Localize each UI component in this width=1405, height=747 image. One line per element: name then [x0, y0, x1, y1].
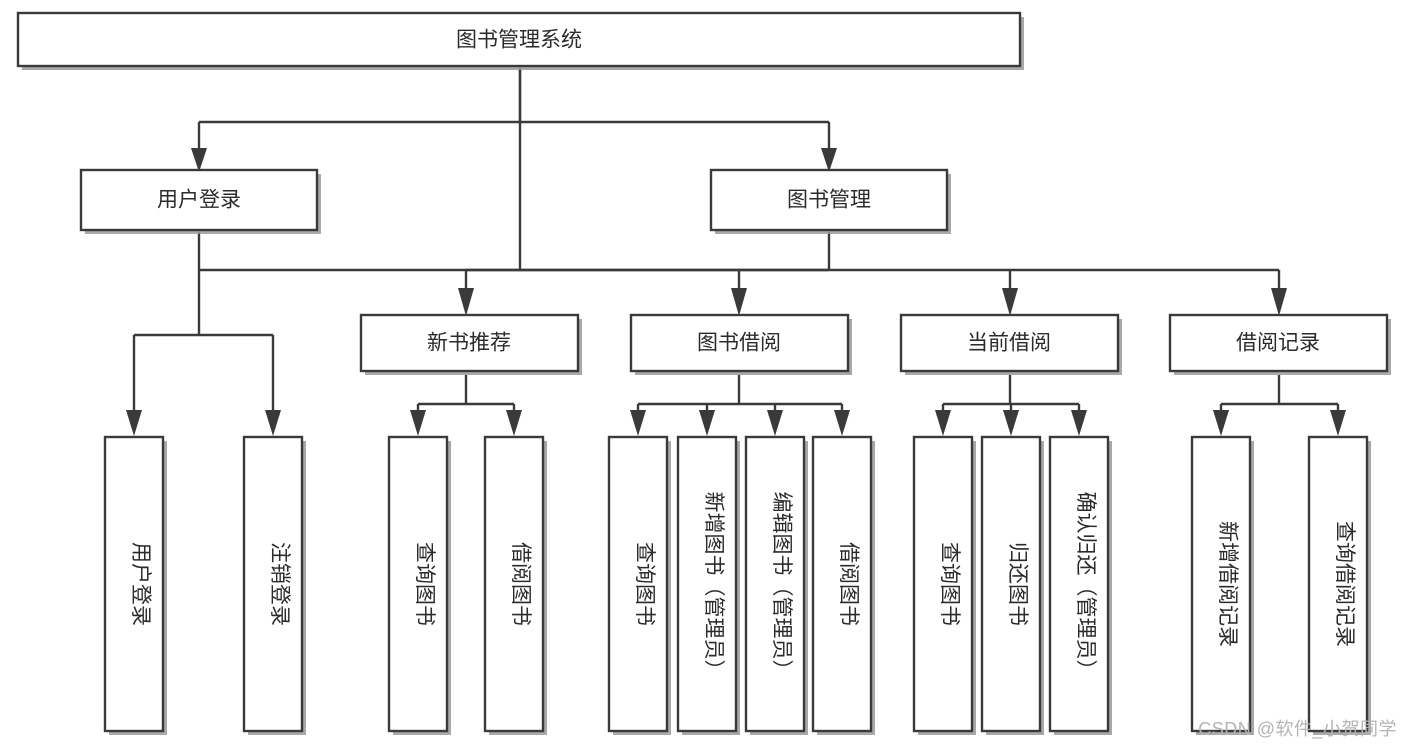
- leaf-label: 查询图书: [413, 542, 436, 626]
- leaf-label: 新增图书（管理员）: [702, 492, 725, 681]
- node-current-borrow[interactable]: 当前借阅: [899, 313, 1122, 375]
- arrow-leaf-currentborrow-1: [935, 410, 951, 436]
- leaf-book-borrow-1[interactable]: 查询图书: [607, 435, 671, 735]
- leaf-user-login-1[interactable]: 用户登录: [103, 435, 167, 735]
- arrow-to-borrow-record: [1271, 288, 1287, 316]
- arrow-leaf-user-login-1: [126, 410, 142, 436]
- node-book-manage[interactable]: 图书管理: [709, 168, 951, 234]
- root-label: 图书管理系统: [456, 29, 582, 52]
- leaf-rect: [607, 435, 669, 733]
- leaf-rect: [676, 435, 738, 733]
- arrow-leaf-currentborrow-3: [1071, 410, 1087, 436]
- leaf-book-borrow-3[interactable]: 编辑图书（管理员）: [744, 435, 808, 735]
- arrow-leaf-bookborrow-4: [834, 410, 850, 436]
- arrow-leaf-currentborrow-2: [1003, 410, 1019, 436]
- leaf-label: 查询借阅记录: [1333, 521, 1356, 647]
- leaf-rect: [483, 435, 545, 733]
- leaf-label: 借阅图书: [509, 542, 532, 626]
- new-book-rect: [359, 313, 580, 373]
- new-book-label: 新书推荐: [427, 332, 511, 355]
- leaf-rect: [387, 435, 449, 733]
- leaf-rect: [980, 435, 1042, 733]
- leaf-rect: [744, 435, 806, 733]
- leaf-rect: [1307, 435, 1369, 733]
- leaf-new-book-1[interactable]: 查询图书: [387, 435, 451, 735]
- node-user-login[interactable]: 用户登录: [79, 168, 321, 234]
- leaf-label: 归还图书: [1006, 542, 1029, 626]
- leaf-rect: [1190, 435, 1252, 733]
- borrow-record-rect: [1168, 313, 1389, 373]
- user-login-label: 用户登录: [157, 189, 241, 212]
- leaf-current-borrow-1[interactable]: 查询图书: [912, 435, 976, 735]
- leaf-new-book-2[interactable]: 借阅图书: [483, 435, 547, 735]
- book-manage-label: 图书管理: [787, 189, 871, 212]
- arrow-leaf-bookborrow-1: [630, 410, 646, 436]
- book-borrow-label: 图书借阅: [697, 332, 781, 355]
- book-borrow-rect: [629, 313, 850, 373]
- arrow-to-user-login: [191, 148, 207, 172]
- leaf-label: 新增借阅记录: [1216, 521, 1239, 647]
- arrow-leaf-bookborrow-2: [699, 410, 715, 436]
- current-borrow-rect: [899, 313, 1120, 373]
- arrow-to-book-manage: [821, 148, 837, 172]
- leaf-rect: [1048, 435, 1110, 733]
- arrow-to-new-book: [458, 288, 474, 316]
- leaf-borrow-record-2[interactable]: 查询借阅记录: [1307, 435, 1371, 735]
- csdn-watermark: CSDN @软件_小贺同学: [1198, 719, 1397, 739]
- leaf-current-borrow-3[interactable]: 确认归还（管理员）: [1048, 435, 1112, 735]
- arrow-leaf-bookborrow-3: [767, 410, 783, 436]
- user-login-rect: [79, 168, 319, 232]
- leaf-current-borrow-2[interactable]: 归还图书: [980, 435, 1044, 735]
- current-borrow-label: 当前借阅: [967, 332, 1051, 355]
- leaf-label: 编辑图书（管理员）: [770, 492, 793, 681]
- leaf-book-borrow-2[interactable]: 新增图书（管理员）: [676, 435, 740, 735]
- leaf-label: 注销登录: [268, 542, 291, 626]
- node-new-book[interactable]: 新书推荐: [359, 313, 582, 375]
- arrow-leaf-newbook-2: [506, 410, 522, 436]
- node-root[interactable]: 图书管理系统: [16, 11, 1024, 70]
- leaf-rect: [912, 435, 974, 733]
- leaf-label: 确认归还（管理员）: [1074, 492, 1097, 681]
- book-manage-rect: [709, 168, 949, 232]
- leaf-user-login-2[interactable]: 注销登录: [242, 435, 306, 735]
- arrow-leaf-user-login-2: [265, 410, 281, 436]
- leaf-rect: [242, 435, 304, 733]
- arrow-to-current-borrow: [1002, 288, 1018, 316]
- leaf-label: 查询图书: [633, 542, 656, 626]
- leaf-label: 借阅图书: [837, 542, 860, 626]
- node-book-borrow[interactable]: 图书借阅: [629, 313, 852, 375]
- leaf-rect: [811, 435, 873, 733]
- leaf-label: 用户登录: [129, 542, 152, 626]
- leaf-borrow-record-1[interactable]: 新增借阅记录: [1190, 435, 1254, 735]
- root-rect: [16, 11, 1022, 68]
- leaf-label: 查询图书: [938, 542, 961, 626]
- arrow-to-book-borrow: [731, 288, 747, 316]
- arrow-leaf-newbook-1: [410, 410, 426, 436]
- leaf-rect: [103, 435, 165, 733]
- arrow-leaf-borrowrecord-1: [1213, 410, 1229, 436]
- node-borrow-record[interactable]: 借阅记录: [1168, 313, 1391, 375]
- arrow-leaf-borrowrecord-2: [1330, 410, 1346, 436]
- edge-layer: [126, 68, 1346, 436]
- leaf-book-borrow-4[interactable]: 借阅图书: [811, 435, 875, 735]
- borrow-record-label: 借阅记录: [1236, 332, 1320, 355]
